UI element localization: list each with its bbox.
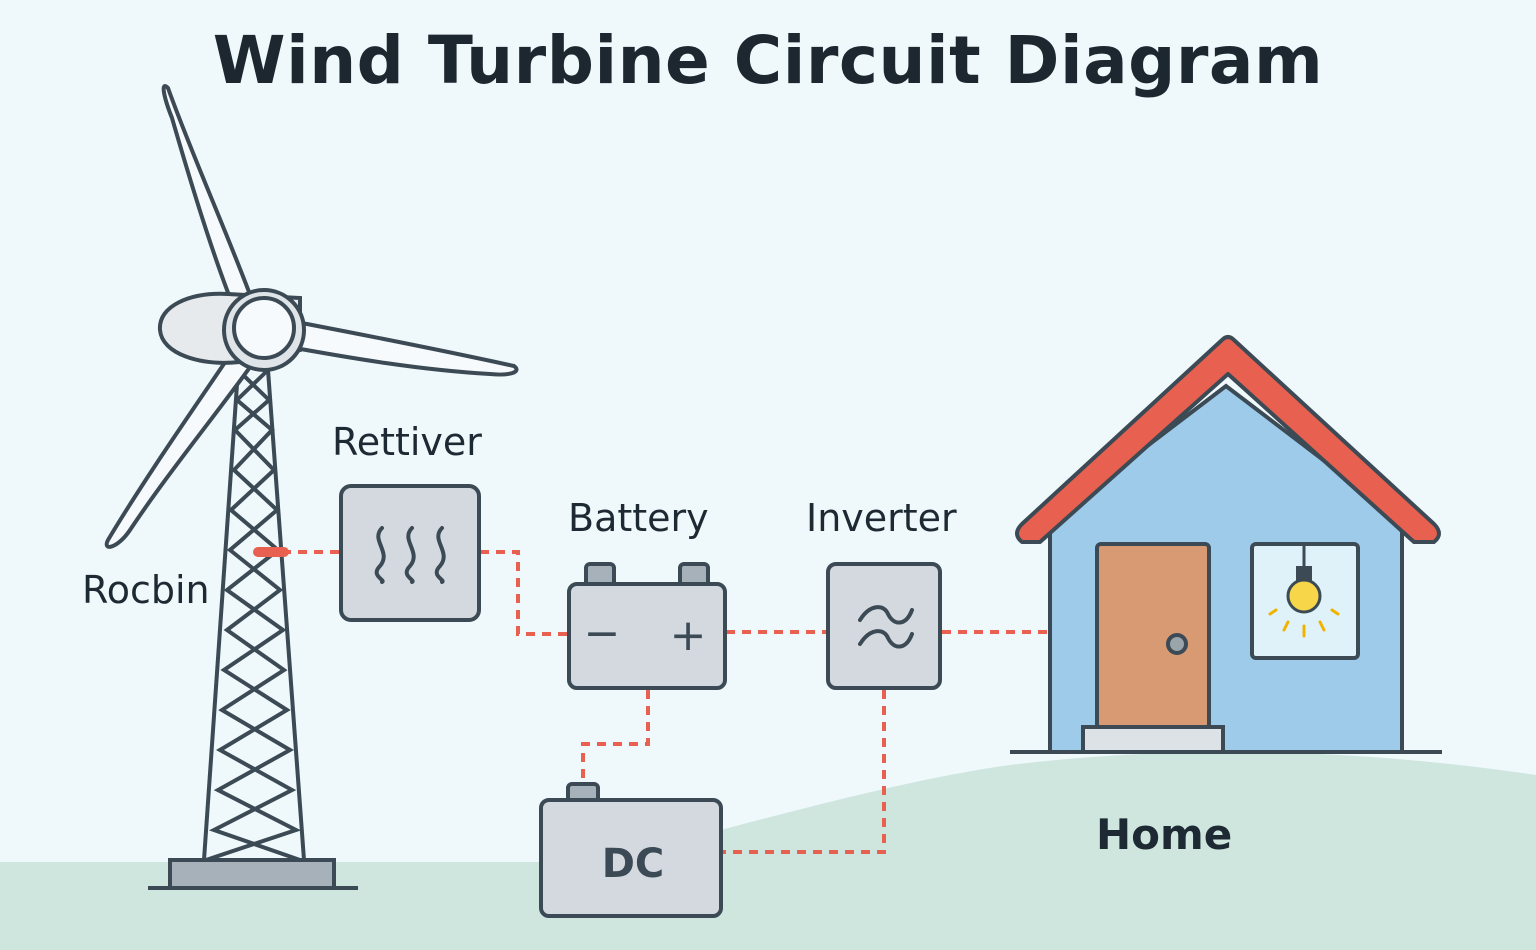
blade-down [104, 336, 261, 549]
dc-box: DC [539, 782, 723, 918]
home-label: Home [1096, 810, 1233, 859]
hub [232, 296, 296, 360]
rectifier [339, 484, 481, 622]
turbine-tower [202, 368, 306, 862]
blade-right [281, 317, 519, 377]
battery-label: Battery [568, 496, 709, 540]
house [1010, 335, 1442, 754]
light-bulb-icon [1268, 546, 1340, 638]
turbine-label: Rocbin [82, 568, 210, 612]
wire-rectifier-battery [480, 550, 570, 636]
wire-inverter-dc [722, 690, 886, 854]
door-step [1081, 725, 1225, 754]
battery-negative: − [584, 608, 621, 659]
battery-positive: + [670, 610, 707, 661]
wire-battery-dc [581, 690, 650, 784]
wavy-lines-icon [374, 526, 446, 584]
diagram-title: Wind Turbine Circuit Diagram [212, 22, 1324, 99]
rectifier-label: Rettiver [332, 420, 482, 464]
inverter [826, 562, 942, 690]
blade-up [161, 84, 255, 322]
battery: − + [567, 562, 727, 690]
door [1095, 542, 1211, 730]
ac-wave-icon [858, 605, 914, 649]
turbine-rotor [104, 84, 519, 549]
roof [1015, 335, 1441, 544]
tower-base [168, 858, 336, 890]
inverter-label: Inverter [806, 496, 957, 540]
wires [282, 550, 1050, 854]
dc-label: DC [602, 841, 665, 887]
door-knob [1166, 633, 1188, 655]
